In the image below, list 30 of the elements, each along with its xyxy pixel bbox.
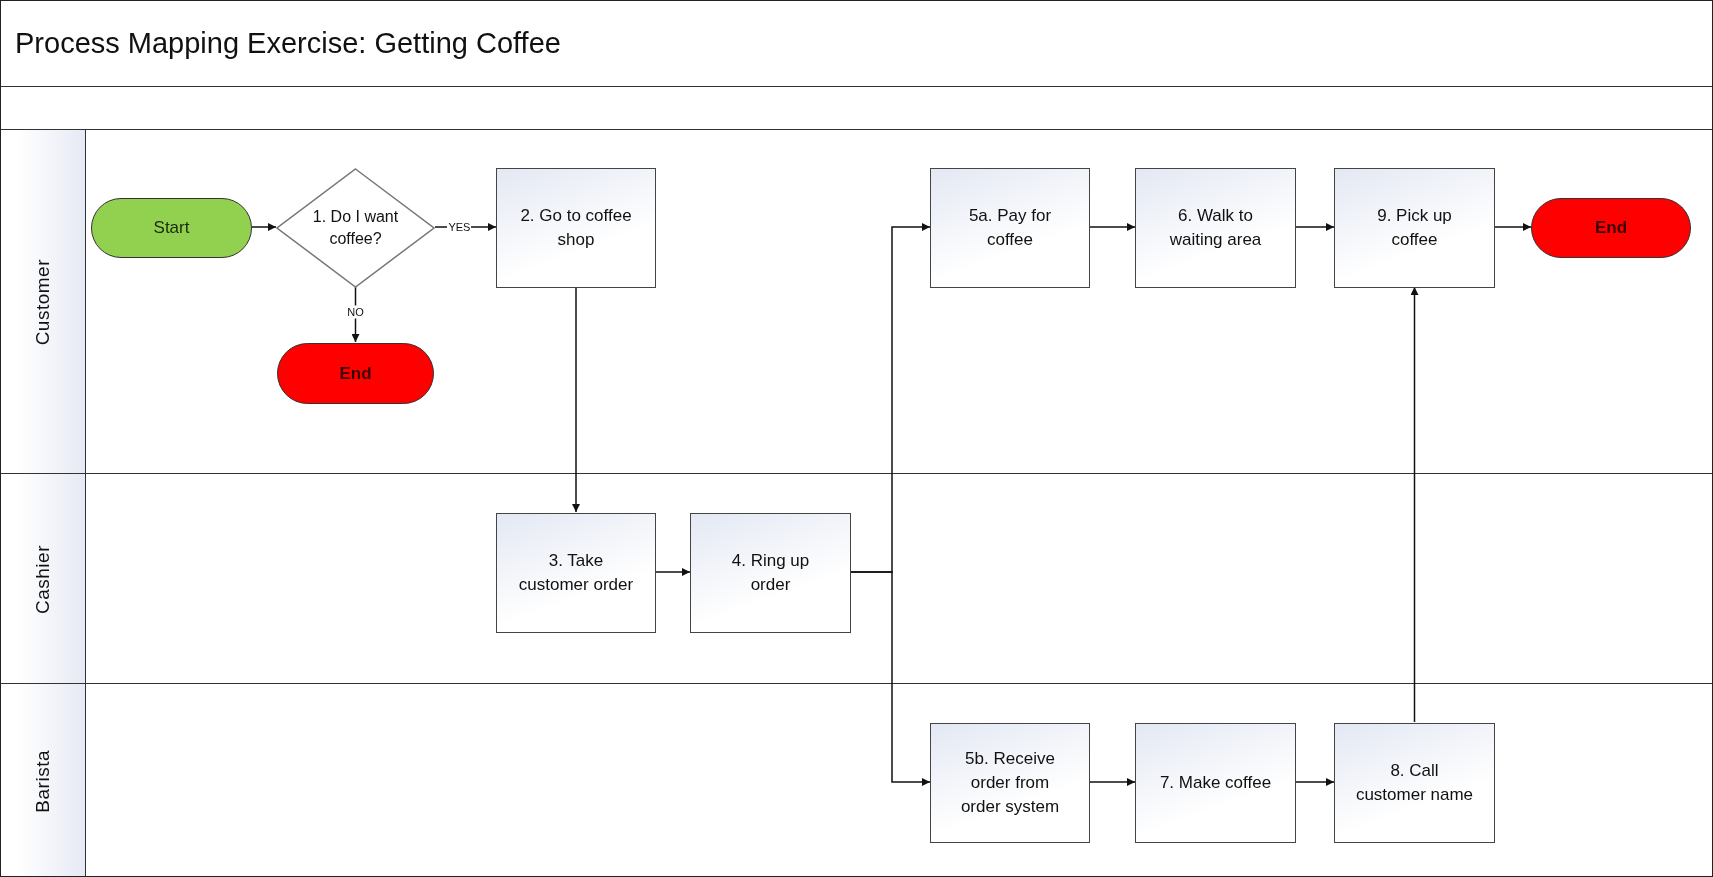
decision-text: 1. Do I want coffee? — [311, 206, 400, 249]
lane-label: Barista — [32, 749, 54, 813]
lane-label: Cashier — [32, 544, 54, 614]
swimlane — [1, 473, 1712, 684]
edge-label: NO — [346, 305, 365, 319]
lane-label: Customer — [32, 258, 54, 346]
edge-label: YES — [447, 220, 472, 234]
process-box: 5b. Receive order from order system — [930, 723, 1090, 843]
arrow — [1089, 223, 1136, 231]
arrow — [251, 223, 277, 231]
process-box: 3. Take customer order — [496, 513, 656, 633]
arrow — [1295, 223, 1335, 231]
arrow — [1089, 778, 1136, 786]
process-box: 7. Make coffee — [1135, 723, 1296, 843]
process-box: 8. Call customer name — [1334, 723, 1495, 843]
swimlane — [1, 683, 1712, 876]
process-box: 4. Ring up order — [690, 513, 851, 633]
process-box: 5a. Pay for coffee — [930, 168, 1090, 288]
process-box: 6. Walk to waiting area — [1135, 168, 1296, 288]
swimlane — [1, 129, 1712, 474]
diagram-title: Process Mapping Exercise: Getting Coffee — [15, 27, 561, 60]
arrow — [1295, 778, 1335, 786]
process-box: 9. Pick up coffee — [1334, 168, 1495, 288]
arrow — [572, 286, 580, 513]
arrow — [351, 286, 360, 343]
arrow — [1410, 286, 1419, 723]
arrow — [1494, 223, 1532, 231]
process-box: 2. Go to coffee shop — [496, 168, 656, 288]
arrow — [850, 571, 931, 786]
arrow — [655, 568, 691, 576]
